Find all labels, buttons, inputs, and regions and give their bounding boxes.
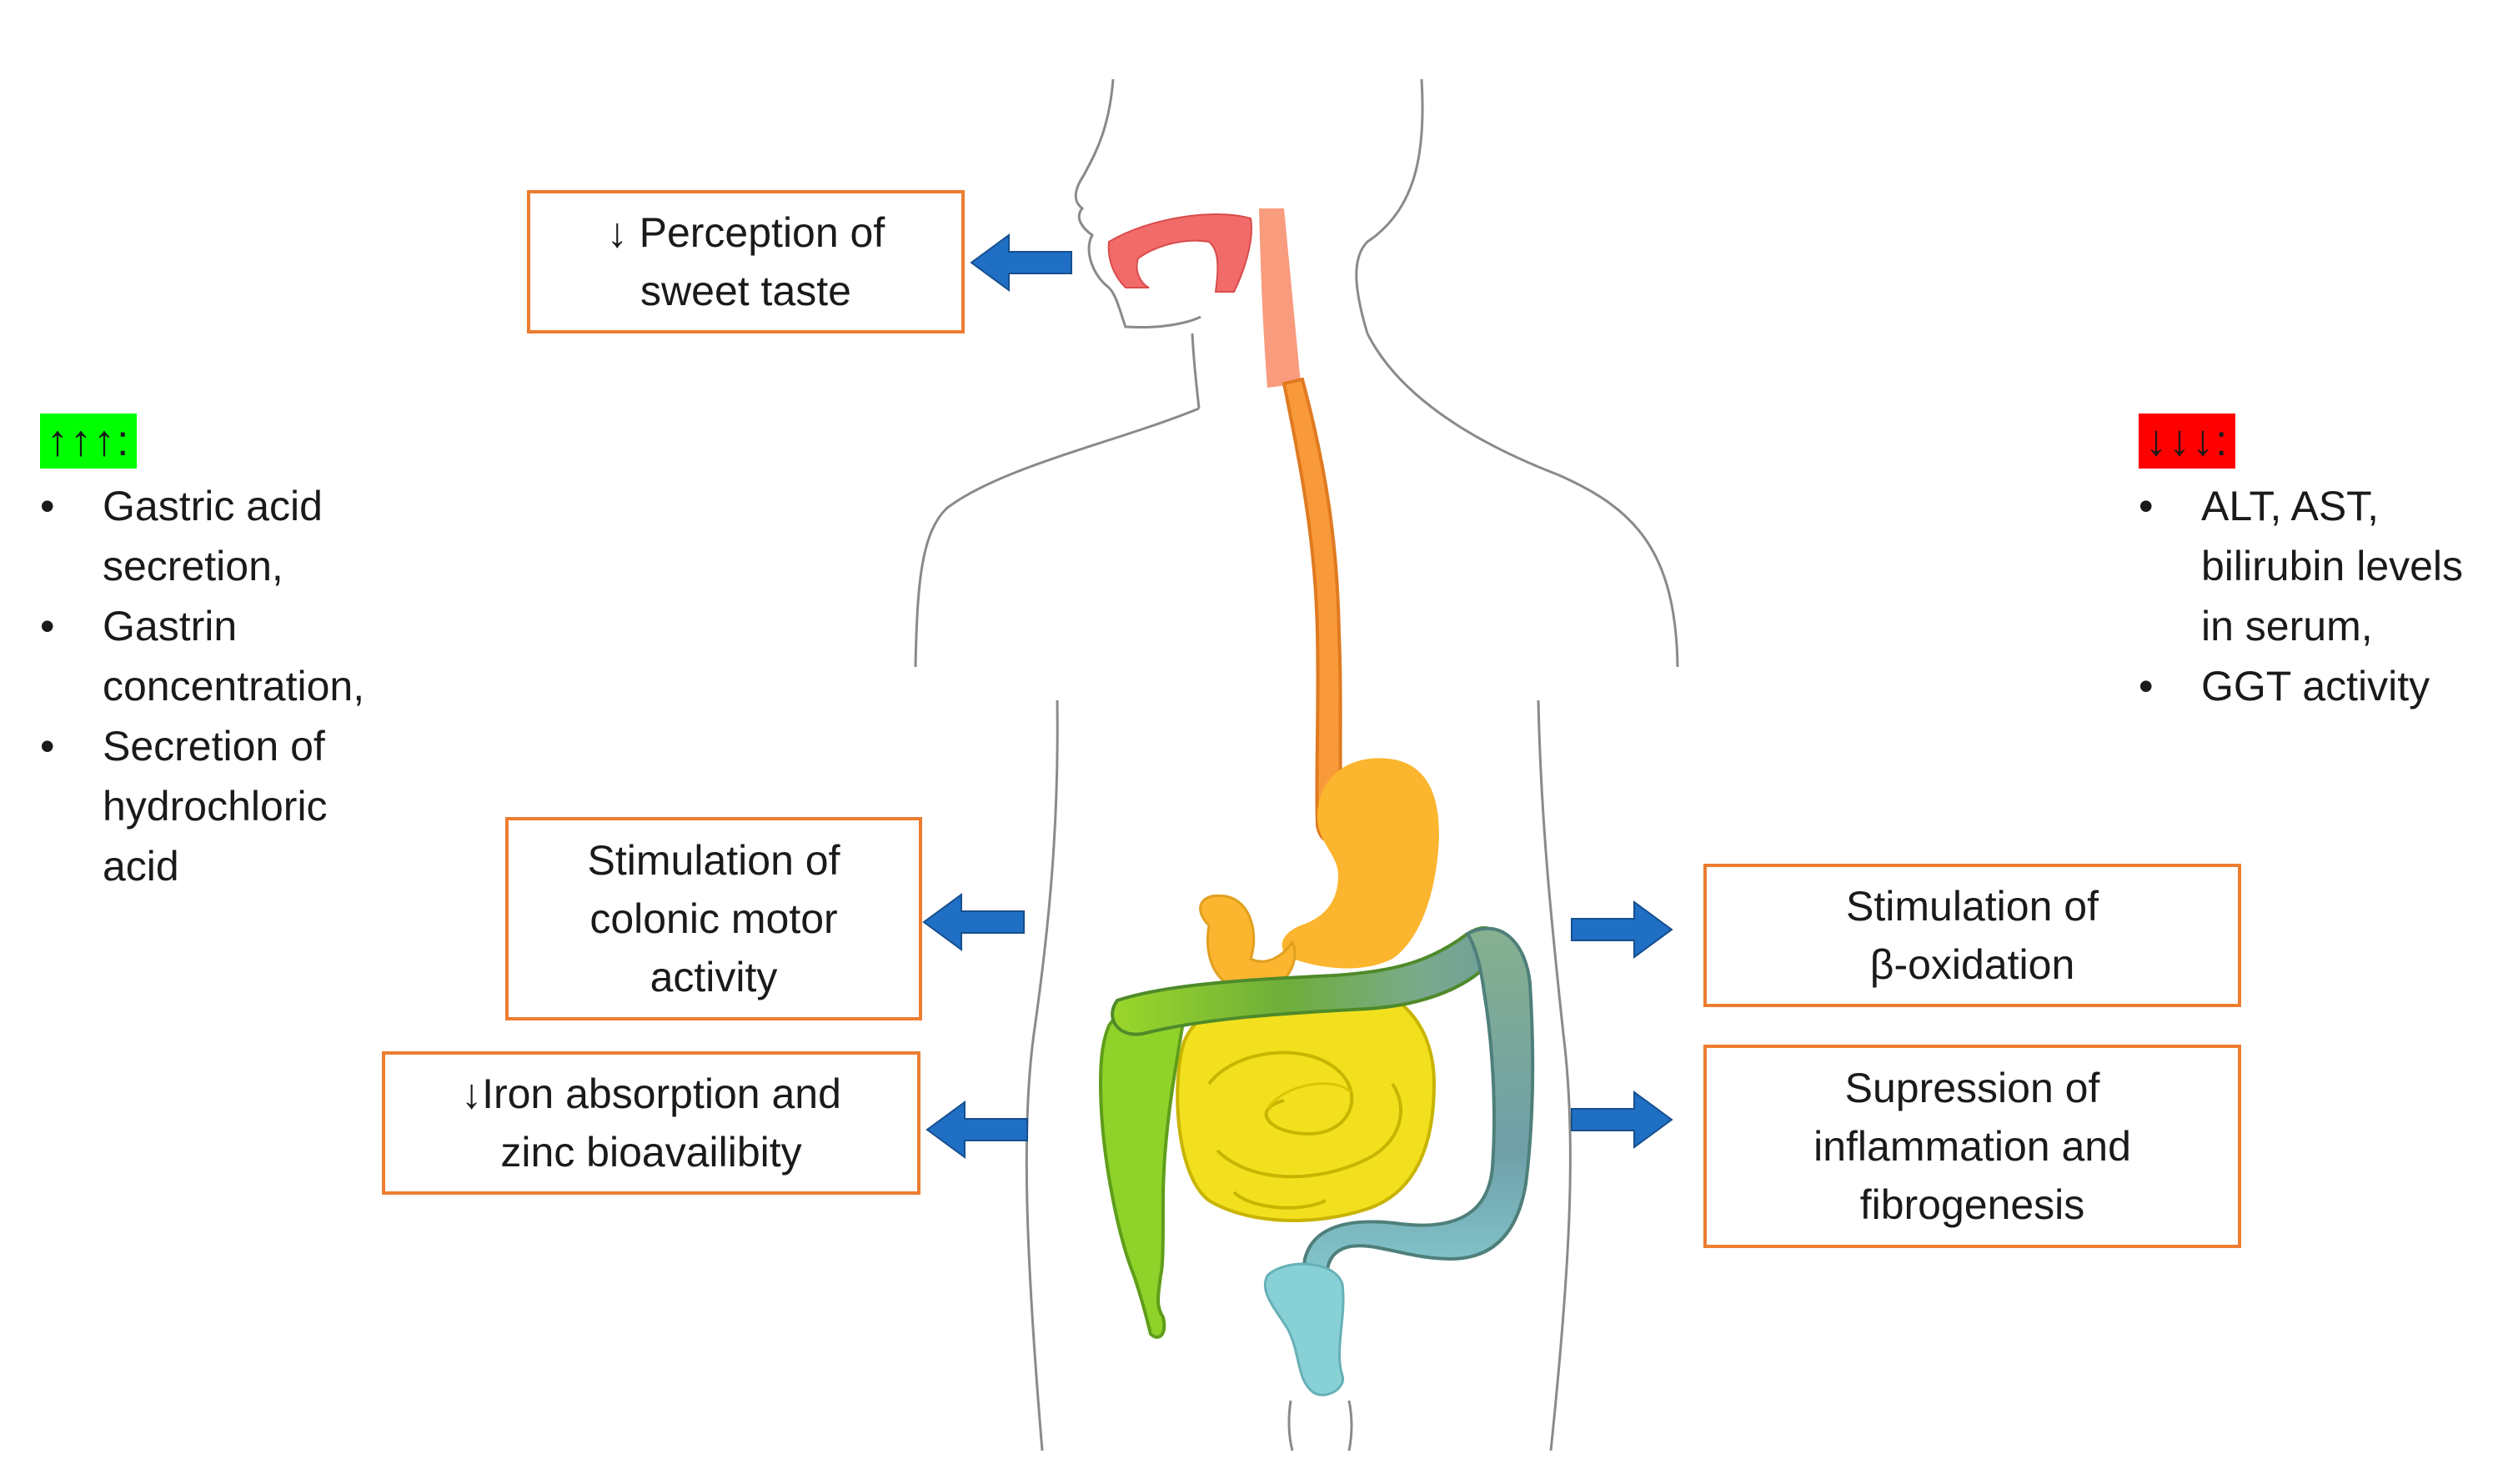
arrow-left-icon — [925, 1100, 1028, 1159]
head-outline — [1074, 78, 1201, 329]
increased-list: Gastric acid secretion, Gastrin concentr… — [40, 476, 424, 896]
effect-arrows — [922, 233, 1673, 1159]
decreased-effects-panel: ↓↓↓: ALT, AST, bilirubin levels in serum… — [2139, 411, 2505, 716]
leg-left-outline — [1287, 1400, 1294, 1451]
rectum — [1263, 1262, 1345, 1396]
pharynx — [1259, 208, 1301, 388]
arrow-right-icon — [1571, 1090, 1673, 1149]
body-outline — [914, 78, 1679, 1451]
increased-effects-panel: ↑↑↑: Gastric acid secretion, Gastrin con… — [40, 411, 424, 896]
stomach — [1282, 758, 1439, 969]
list-item: GGT activity — [2139, 656, 2505, 716]
decreased-list: ALT, AST, bilirubin levels in serum, GGT… — [2139, 476, 2505, 716]
esophagus — [1282, 377, 1345, 843]
list-item: Secretion of hydrochloric acid — [40, 716, 424, 896]
leg-right-outline — [1347, 1400, 1353, 1451]
increase-badge: ↑↑↑: — [40, 414, 138, 469]
torso-left-outline — [1025, 699, 1059, 1451]
shoulder-right-outline — [1366, 333, 1679, 668]
torso-right-outline — [1537, 699, 1572, 1451]
back-head-outline — [1355, 78, 1424, 334]
inflammation-box: Supression of inflammation and fibrogene… — [1703, 1045, 2241, 1248]
beta-oxidation-box: Stimulation of β-oxidation — [1703, 864, 2241, 1007]
shoulder-left-outline — [914, 407, 1200, 668]
mouth — [1107, 213, 1252, 293]
decrease-badge: ↓↓↓: — [2139, 414, 2236, 469]
colonic-motor-box: Stimulation of colonic motor activity — [505, 817, 922, 1020]
arrow-right-icon — [1571, 900, 1673, 959]
list-item: ALT, AST, bilirubin levels in serum, — [2139, 476, 2505, 656]
ascending-colon — [1098, 1000, 1186, 1339]
list-item: Gastric acid secretion, — [40, 476, 424, 596]
sweet-taste-box: ↓ Perception of sweet taste — [527, 190, 965, 333]
iron-absorption-box: ↓Iron absorption and zinc bioavailibity — [382, 1051, 920, 1195]
arrow-left-icon — [970, 233, 1072, 292]
neck-left-outline — [1191, 333, 1201, 409]
arrow-left-icon — [922, 893, 1025, 951]
list-item: Gastrin concentration, — [40, 596, 424, 716]
